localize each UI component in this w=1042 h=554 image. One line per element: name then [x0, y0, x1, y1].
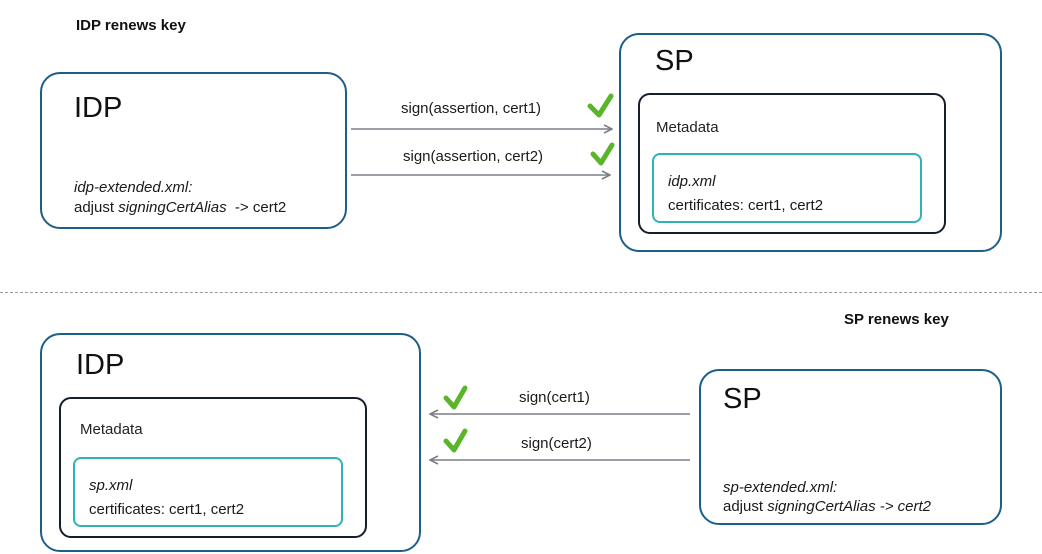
- bottom-idp-certificates: certificates: cert1, cert2: [89, 501, 245, 518]
- adjust-property: signingCertAlias: [118, 199, 227, 216]
- bottom-idp-file-box: sp.xml certificates: cert1, cert2: [73, 457, 343, 527]
- bottom-idp-metadata-label: Metadata: [80, 421, 143, 438]
- adjust-prefix: adjust: [74, 199, 119, 216]
- top-arrow-label-1: sign(assertion, cert1): [401, 100, 542, 117]
- checkmark-icon: [443, 385, 468, 410]
- top-sp-metadata-label: Metadata: [656, 119, 719, 136]
- section-divider: [0, 292, 1042, 293]
- checkmark-icon: [590, 142, 615, 166]
- adjust-prefix: adjust: [723, 498, 768, 515]
- bottom-idp-metadata-box: Metadata sp.xml certificates: cert1, cer…: [59, 397, 367, 538]
- bottom-arrow-label-2: sign(cert2): [521, 435, 592, 452]
- top-sp-metadata-box: Metadata idp.xml certificates: cert1, ce…: [638, 93, 946, 234]
- top-sp-title: SP: [655, 45, 694, 77]
- top-idp-box: IDP idp-extended.xml: adjust signingCert…: [40, 72, 347, 229]
- top-sp-box: SP Metadata idp.xml certificates: cert1,…: [619, 33, 1002, 252]
- adjust-property: signingCertAlias -> cert2: [767, 498, 932, 515]
- bottom-sp-file-label: sp-extended.xml:: [723, 479, 838, 496]
- bottom-idp-title: IDP: [76, 349, 125, 381]
- bottom-sp-title: SP: [723, 383, 762, 415]
- top-sp-certificates: certificates: cert1, cert2: [668, 197, 824, 214]
- section-title-sp-renews: SP renews key: [844, 311, 949, 328]
- bottom-idp-file-name: sp.xml: [89, 477, 133, 494]
- top-idp-adjust-line: adjust signingCertAlias -> cert2: [74, 197, 286, 218]
- section-title-idp-renews: IDP renews key: [76, 17, 186, 34]
- bottom-arrow-label-1: sign(cert1): [519, 389, 590, 406]
- top-idp-title: IDP: [74, 92, 123, 124]
- checkmark-icon: [587, 93, 614, 118]
- top-sp-file-box: idp.xml certificates: cert1, cert2: [652, 153, 922, 223]
- bottom-sp-box: SP sp-extended.xml: adjust signingCertAl…: [699, 369, 1002, 525]
- top-arrow-label-2: sign(assertion, cert2): [403, 148, 544, 165]
- top-sp-file-name: idp.xml: [668, 173, 716, 190]
- bottom-idp-box: IDP Metadata sp.xml certificates: cert1,…: [40, 333, 421, 552]
- bottom-sp-adjust-line: adjust signingCertAlias -> cert2: [723, 496, 931, 517]
- checkmark-icon: [443, 428, 468, 453]
- adjust-suffix: -> cert2: [226, 199, 287, 216]
- top-idp-file-label: idp-extended.xml:: [74, 179, 193, 196]
